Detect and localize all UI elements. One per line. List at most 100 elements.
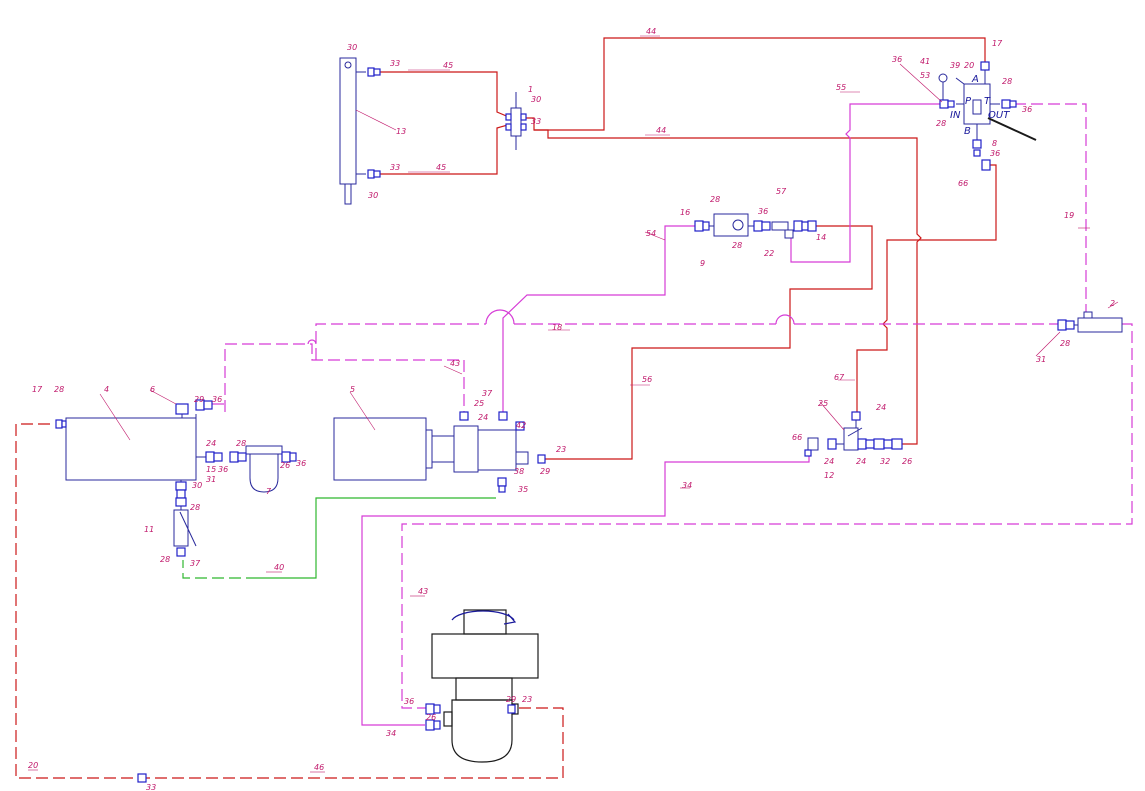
label-36-c: 36 <box>990 149 1000 158</box>
port-t: T <box>984 96 991 107</box>
line-19 <box>1014 103 1087 318</box>
label-33-c: 33 <box>390 163 400 172</box>
line-crossovers <box>307 309 795 345</box>
label-41: 41 <box>920 57 930 66</box>
line-54 <box>502 225 697 412</box>
cylinder-13 <box>339 57 397 205</box>
port-b: B <box>964 126 971 137</box>
drain-lines-dashed <box>212 103 1133 709</box>
label-57: 57 <box>776 187 787 196</box>
label-54: 54 <box>646 229 656 238</box>
line-56 <box>545 225 873 460</box>
line-43 <box>224 343 465 412</box>
label-24-e: 24 <box>856 457 866 466</box>
line-44-lower <box>534 129 922 445</box>
heat-exchanger-11 <box>173 506 197 557</box>
label-28-a: 28 <box>1002 77 1012 86</box>
label-17-b: 17 <box>32 385 43 394</box>
line-45-upper <box>380 71 512 119</box>
label-11: 11 <box>144 525 154 534</box>
pressure-gauge-icon <box>938 73 948 83</box>
green-lines <box>182 497 496 579</box>
label-39: 39 <box>950 61 960 70</box>
label-33-d: 33 <box>146 783 156 791</box>
label-56: 56 <box>642 375 652 384</box>
port-a: A <box>971 74 979 85</box>
label-28-c: 28 <box>1060 339 1070 348</box>
port-in: IN <box>950 110 961 121</box>
label-12: 12 <box>824 471 834 480</box>
motor-pump-5 <box>333 411 546 493</box>
line-66-to-12 <box>856 164 997 412</box>
return-lines <box>361 103 944 726</box>
label-36-f: 36 <box>218 465 228 474</box>
label-1: 1 <box>528 85 533 94</box>
label-13: 13 <box>396 127 406 136</box>
label-34-a: 34 <box>682 481 692 490</box>
label-28-i: 28 <box>160 555 170 564</box>
label-20-a: 20 <box>964 61 974 70</box>
label-6: 6 <box>150 385 155 394</box>
label-36-e: 36 <box>212 395 222 404</box>
line-18 <box>315 323 486 360</box>
line-44-upper <box>521 37 986 131</box>
label-24-d: 24 <box>824 457 834 466</box>
suction-line-dashed <box>15 423 564 779</box>
label-25-a: 25 <box>474 399 484 408</box>
label-33-b: 33 <box>531 117 541 126</box>
label-26-c: 26 <box>426 713 436 722</box>
label-23-a: 23 <box>556 445 566 454</box>
label-26-a: 26 <box>280 461 290 470</box>
label-37-a: 37 <box>190 559 201 568</box>
label-44-a: 44 <box>646 27 656 36</box>
label-29-c: 29 <box>506 695 516 704</box>
label-30-d: 30 <box>192 481 202 490</box>
label-24-a: 24 <box>206 439 216 448</box>
line-18d <box>401 323 1133 709</box>
label-45-a: 45 <box>443 61 453 70</box>
line-55 <box>790 103 944 263</box>
port-out: OUT <box>988 110 1010 121</box>
label-36-a: 36 <box>892 55 902 64</box>
label-31-b: 31 <box>206 475 216 484</box>
manifold-1 <box>505 92 527 150</box>
valve-group-12 <box>804 411 903 457</box>
electric-motor-pump <box>425 609 539 763</box>
label-26-b: 26 <box>902 457 912 466</box>
filter-2 <box>1057 311 1123 333</box>
label-23-b: 23 <box>522 695 532 704</box>
label-24-c: 24 <box>876 403 886 412</box>
label-28-b: 28 <box>936 119 946 128</box>
label-30-a: 30 <box>347 43 357 52</box>
line-46 <box>15 423 564 779</box>
line-40-dashed <box>182 560 258 579</box>
label-17-a: 17 <box>992 39 1003 48</box>
line-45-lower <box>380 123 512 175</box>
label-40: 40 <box>274 563 284 572</box>
label-46: 46 <box>314 763 324 772</box>
label-43-b: 43 <box>418 587 428 596</box>
label-16-a: 16 <box>680 208 690 217</box>
label-28-g: 28 <box>236 439 246 448</box>
leader-lines <box>28 35 1119 773</box>
label-42: 42 <box>516 421 526 430</box>
label-30-b: 30 <box>531 95 541 104</box>
label-29-a: 29 <box>194 395 204 404</box>
fitting-33 <box>137 773 147 783</box>
valve-9 <box>694 213 817 239</box>
pressure-lines <box>380 37 997 460</box>
line-35 <box>258 497 496 579</box>
label-31: 31 <box>1036 355 1046 364</box>
label-53: 53 <box>920 71 930 80</box>
label-34-b: 34 <box>386 729 396 738</box>
label-55: 55 <box>836 83 846 92</box>
label-32: 32 <box>880 457 890 466</box>
label-28-e: 28 <box>732 241 742 250</box>
label-37-b: 37 <box>482 389 493 398</box>
label-25-b: 25 <box>818 399 828 408</box>
label-28-f: 28 <box>54 385 64 394</box>
label-29-b: 29 <box>540 467 550 476</box>
port-p: P <box>965 96 972 107</box>
label-66-a: 66 <box>958 179 968 188</box>
label-43-a: 43 <box>450 359 460 368</box>
